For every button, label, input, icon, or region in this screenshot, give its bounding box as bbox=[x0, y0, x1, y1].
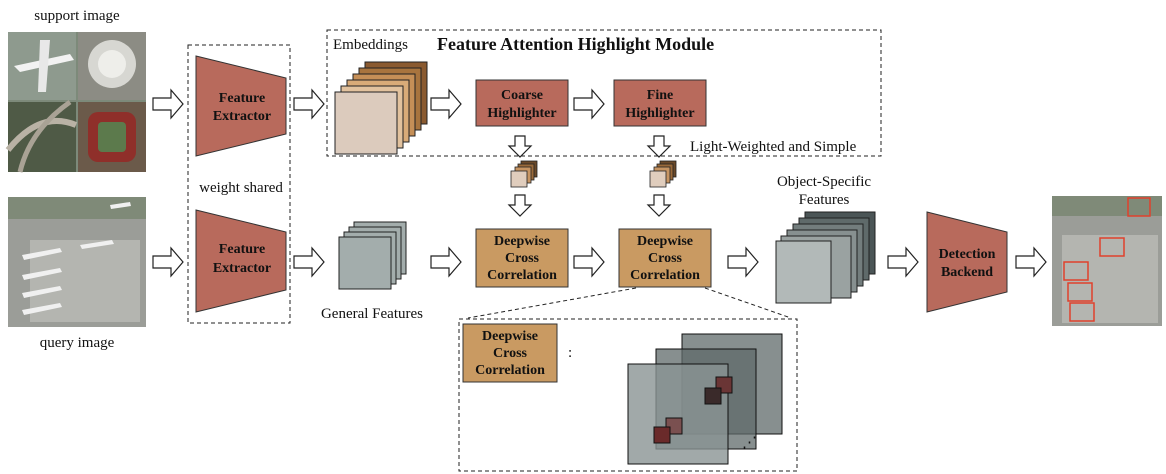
feature-extractor-bottom-line2: Extractor bbox=[213, 261, 271, 276]
detail-box bbox=[458, 318, 798, 472]
arrow-kernel1-down bbox=[507, 194, 533, 217]
weight-shared-box bbox=[187, 44, 291, 324]
zoom-line-left bbox=[467, 287, 637, 319]
general-features-label: General Features bbox=[321, 306, 423, 322]
arrow-backend-to-output bbox=[1015, 246, 1047, 278]
dwxc-box-1 bbox=[475, 228, 569, 288]
detail-colon: : bbox=[568, 345, 572, 361]
query-image bbox=[8, 197, 146, 327]
kernel-stack-2 bbox=[649, 160, 677, 188]
detail-dwxc-line3: Correlation bbox=[475, 363, 545, 378]
dwxc-1-line3: Correlation bbox=[487, 268, 557, 283]
embeddings-stack bbox=[334, 61, 428, 155]
dwxc-2-line2: Cross bbox=[648, 251, 683, 266]
feature-extractor-top-line2: Extractor bbox=[213, 109, 271, 124]
dwxc-1-line1: Deepwise bbox=[494, 234, 550, 249]
arrow-dwxc1-to-dwxc2 bbox=[573, 246, 605, 278]
detail-dwxc-line1: Deepwise bbox=[482, 329, 538, 344]
arrow-coarse-to-fine bbox=[573, 88, 605, 120]
dwxc-2-line1: Deepwise bbox=[637, 234, 693, 249]
zoom-line-right bbox=[704, 287, 792, 319]
coarse-highlighter-line1: Coarse bbox=[501, 88, 543, 103]
object-specific-stack bbox=[775, 211, 876, 304]
arrow-general-to-dwxc1 bbox=[430, 246, 462, 278]
arrow-embeddings-to-coarse bbox=[430, 88, 462, 120]
arrow-extractor-to-general bbox=[293, 246, 325, 278]
detection-backend bbox=[926, 211, 1008, 313]
detail-dwxc-box bbox=[462, 323, 558, 383]
feature-extractor-bottom-line1: Feature bbox=[219, 242, 265, 257]
fine-highlighter-line1: Fine bbox=[647, 88, 673, 103]
dwxc-2-line3: Correlation bbox=[630, 268, 700, 283]
output-image bbox=[1052, 196, 1162, 326]
arrow-objfeat-to-backend bbox=[887, 246, 919, 278]
query-image-label: query image bbox=[40, 335, 115, 351]
fine-highlighter-line2: Highlighter bbox=[625, 106, 694, 121]
detail-ellipsis: ⋰ bbox=[742, 435, 757, 451]
object-specific-label-line2: Features bbox=[799, 192, 850, 208]
support-image bbox=[5, 32, 146, 173]
kernel-stack-1 bbox=[510, 160, 538, 188]
detection-backend-line1: Detection bbox=[939, 247, 996, 262]
arrow-fine-down bbox=[646, 135, 672, 158]
detail-dwxc-line2: Cross bbox=[493, 346, 528, 361]
dwxc-box-2 bbox=[618, 228, 712, 288]
correlation-planes bbox=[627, 333, 783, 465]
dwxc-1-line2: Cross bbox=[505, 251, 540, 266]
feature-extractor-bottom bbox=[195, 209, 287, 313]
coarse-highlighter-line2: Highlighter bbox=[487, 106, 556, 121]
feature-extractor-top bbox=[195, 55, 287, 157]
light-weighted-label: Light-Weighted and Simple bbox=[690, 139, 857, 155]
arrow-dwxc2-to-objfeat bbox=[727, 246, 759, 278]
fine-highlighter bbox=[613, 79, 707, 127]
weight-shared-label: weight shared bbox=[199, 180, 283, 196]
feature-extractor-top-line1: Feature bbox=[219, 91, 265, 106]
general-features-stack bbox=[338, 221, 407, 290]
detection-backend-line2: Backend bbox=[941, 265, 993, 280]
module-title: Feature Attention Highlight Module bbox=[437, 34, 714, 54]
arrow-extractor-to-embeddings bbox=[293, 88, 325, 120]
arrows bbox=[152, 88, 1047, 278]
arrow-query-to-extractor bbox=[152, 246, 184, 278]
arrow-kernel2-down bbox=[646, 194, 672, 217]
embeddings-label: Embeddings bbox=[333, 37, 408, 53]
coarse-highlighter bbox=[475, 79, 569, 127]
support-image-label: support image bbox=[34, 8, 120, 24]
object-specific-label-line1: Object-Specific bbox=[777, 174, 871, 190]
module-box bbox=[326, 29, 882, 157]
arrow-coarse-down bbox=[507, 135, 533, 158]
arrow-support-to-extractor bbox=[152, 88, 184, 120]
